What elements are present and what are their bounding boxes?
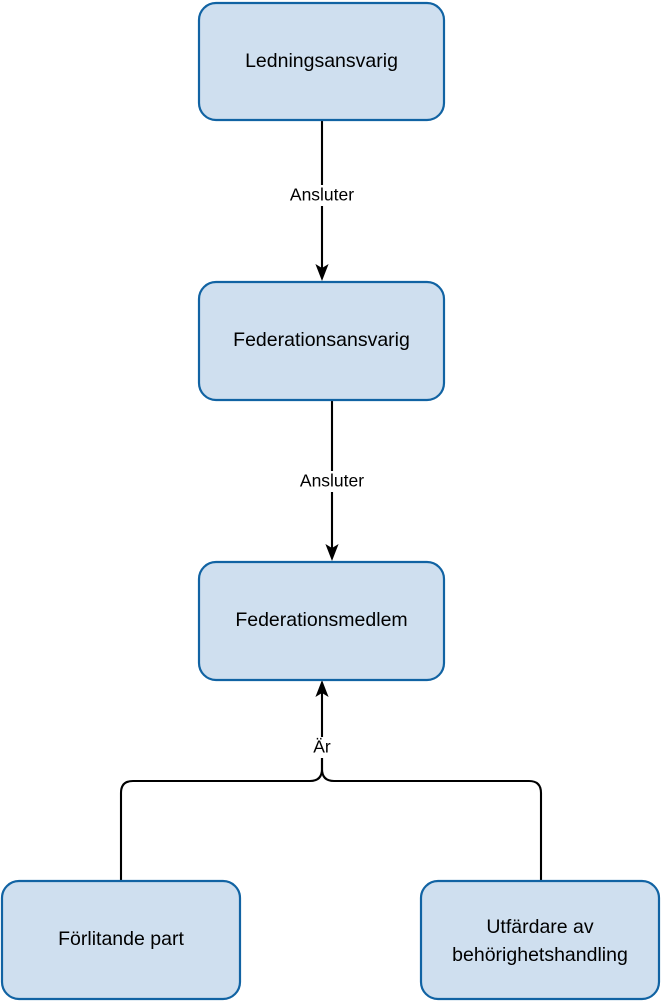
edge-branch-to-federationsmedlem: Är (119, 680, 543, 881)
node-forlitande-part-label: Förlitande part (58, 928, 184, 950)
node-forlitande-part[interactable]: Förlitande part (0, 879, 242, 1001)
node-ledningsansvarig-shape[interactable] (197, 1, 446, 122)
arrowhead-down-icon (325, 544, 339, 561)
edge-label-ansluter-1: Ansluter (290, 185, 354, 205)
node-utfardare-av-behorighetshandling-label-line1: Utfärdare av (486, 916, 594, 938)
node-federationsmedlem-shape[interactable] (197, 560, 446, 682)
node-utfardare-av-behorighetshandling[interactable]: Utfärdare av behörighetshandling (419, 879, 661, 1001)
edge-label-ar: Är (313, 737, 331, 757)
node-federationsansvarig-label: Federationsansvarig (233, 329, 410, 351)
edge-ledningsansvarig-to-federationsansvarig: Ansluter (281, 120, 363, 281)
arrowhead-down-icon (315, 264, 329, 281)
edge-label-ansluter-2: Ansluter (300, 471, 364, 491)
node-federationsmedlem[interactable]: Federationsmedlem (197, 560, 446, 682)
edge-federationsansvarig-to-federationsmedlem: Ansluter (291, 400, 373, 561)
edge-label-backdrop (281, 185, 363, 206)
node-ledningsansvarig-label: Ledningsansvarig (245, 50, 398, 72)
node-utfardare-av-behorighetshandling-label-line2: behörighetshandling (452, 944, 628, 966)
node-forlitande-part-shape[interactable] (0, 879, 242, 1001)
edge-line-left-branch (119, 756, 324, 881)
node-utfardare-av-behorighetshandling-shape[interactable] (419, 879, 661, 1001)
edge-line-right-branch (320, 756, 543, 881)
edge-label-backdrop (291, 471, 373, 492)
edge-label-backdrop (303, 737, 341, 758)
arrowhead-up-icon (315, 680, 329, 697)
node-federationsmedlem-label: Federationsmedlem (235, 609, 407, 631)
node-ledningsansvarig[interactable]: Ledningsansvarig (197, 1, 446, 122)
node-federationsansvarig-shape[interactable] (197, 280, 446, 402)
node-federationsansvarig[interactable]: Federationsansvarig (197, 280, 446, 402)
